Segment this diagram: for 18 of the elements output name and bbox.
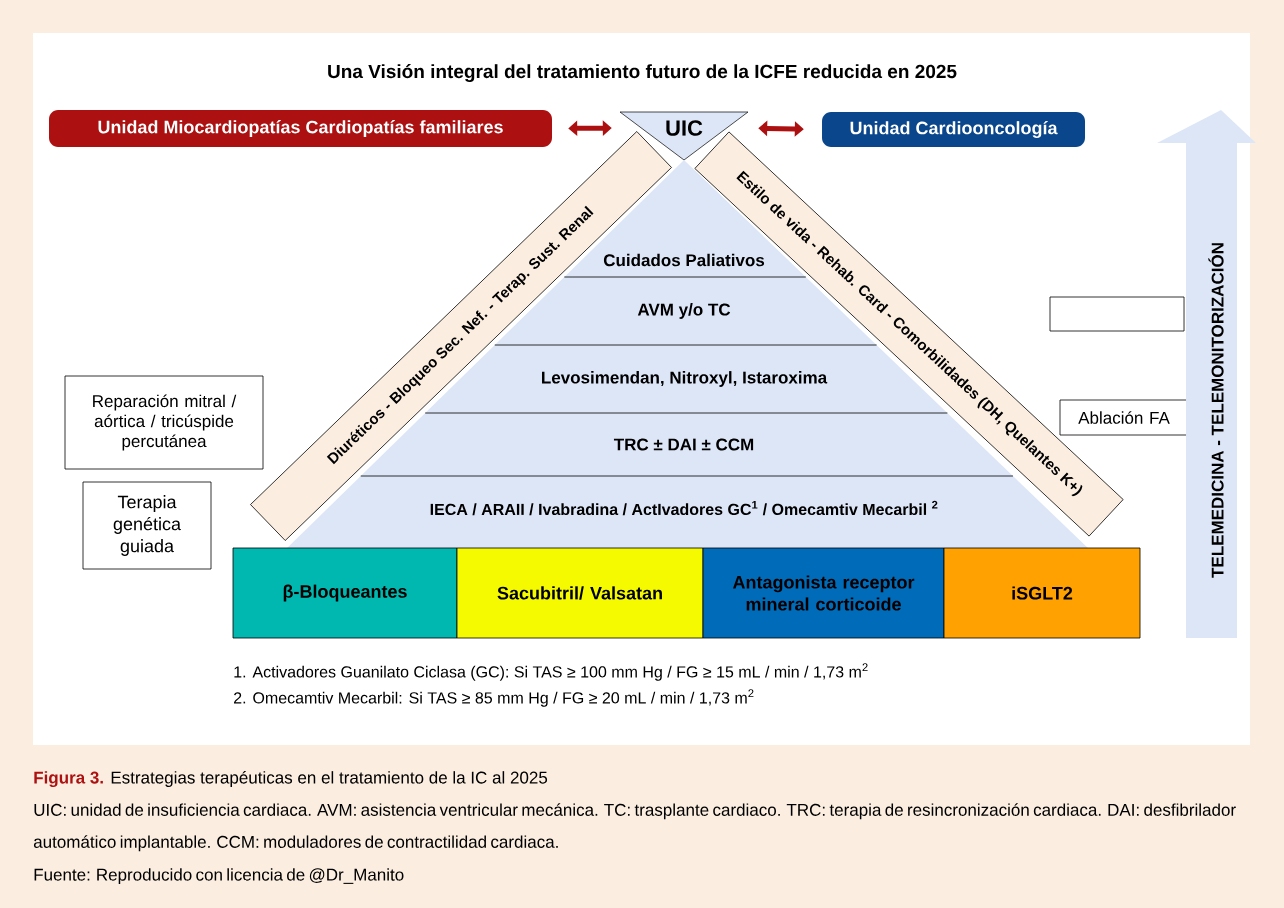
therapy-box: Terapia genética guiada — [82, 481, 212, 570]
base-block: Sacubitril/ Valsatan — [456, 547, 704, 639]
double-arrow — [568, 120, 612, 137]
source-text: Fuente: Reproducido con licencia de @Dr_Manito — [34, 868, 404, 885]
title: Una Visión integral del tratamiento futuro de la ICFE reducida en 2025 — [328, 64, 957, 82]
base-block: Antagonista receptor mineral corticoide — [702, 547, 945, 639]
base-block: β-Bloqueantes — [232, 547, 458, 639]
unit-box: Unidad Miocardiopatías Cardiopatías familiares — [49, 110, 552, 147]
footnote: 2. Omecamtiv Mecarbil: Si TAS ≥ 85 mm Hg / FG ≥ 20 mL / min / 1,73 m$^{2}$ — [234, 689, 754, 707]
caption: Figura 3. Estrategias terapéuticas en el tratamiento de la IC al 2025 — [34, 770, 548, 788]
therapy-box: Ablación FA — [1059, 399, 1189, 436]
base-block: iSGLT2 — [943, 547, 1141, 639]
unit-box: Unidad Cardiooncología — [822, 112, 1085, 147]
uic-triangle: UIC — [619, 111, 749, 161]
therapy-box: Reparación mitral / aórtica / tricúspide percutánea — [64, 375, 264, 470]
empty-box — [1049, 296, 1185, 332]
abbreviations-text: UIC: unidad de insuficiencia cardiaca. AVM: asistencia ventricular mecánica. TC: trasplante cardiaco. TRC: terapia de resincronización cardiaca. DAI: desfibrilador automático implantable. CCM: moduladores de contractilidad cardiaca. — [33, 803, 1236, 852]
footnote: 1. Activadores Guanilato Ciclasa (GC): Si TAS ≥ 100 mm Hg / FG ≥ 15 mL / min / 1,73 m$^{2}$ — [234, 663, 868, 681]
